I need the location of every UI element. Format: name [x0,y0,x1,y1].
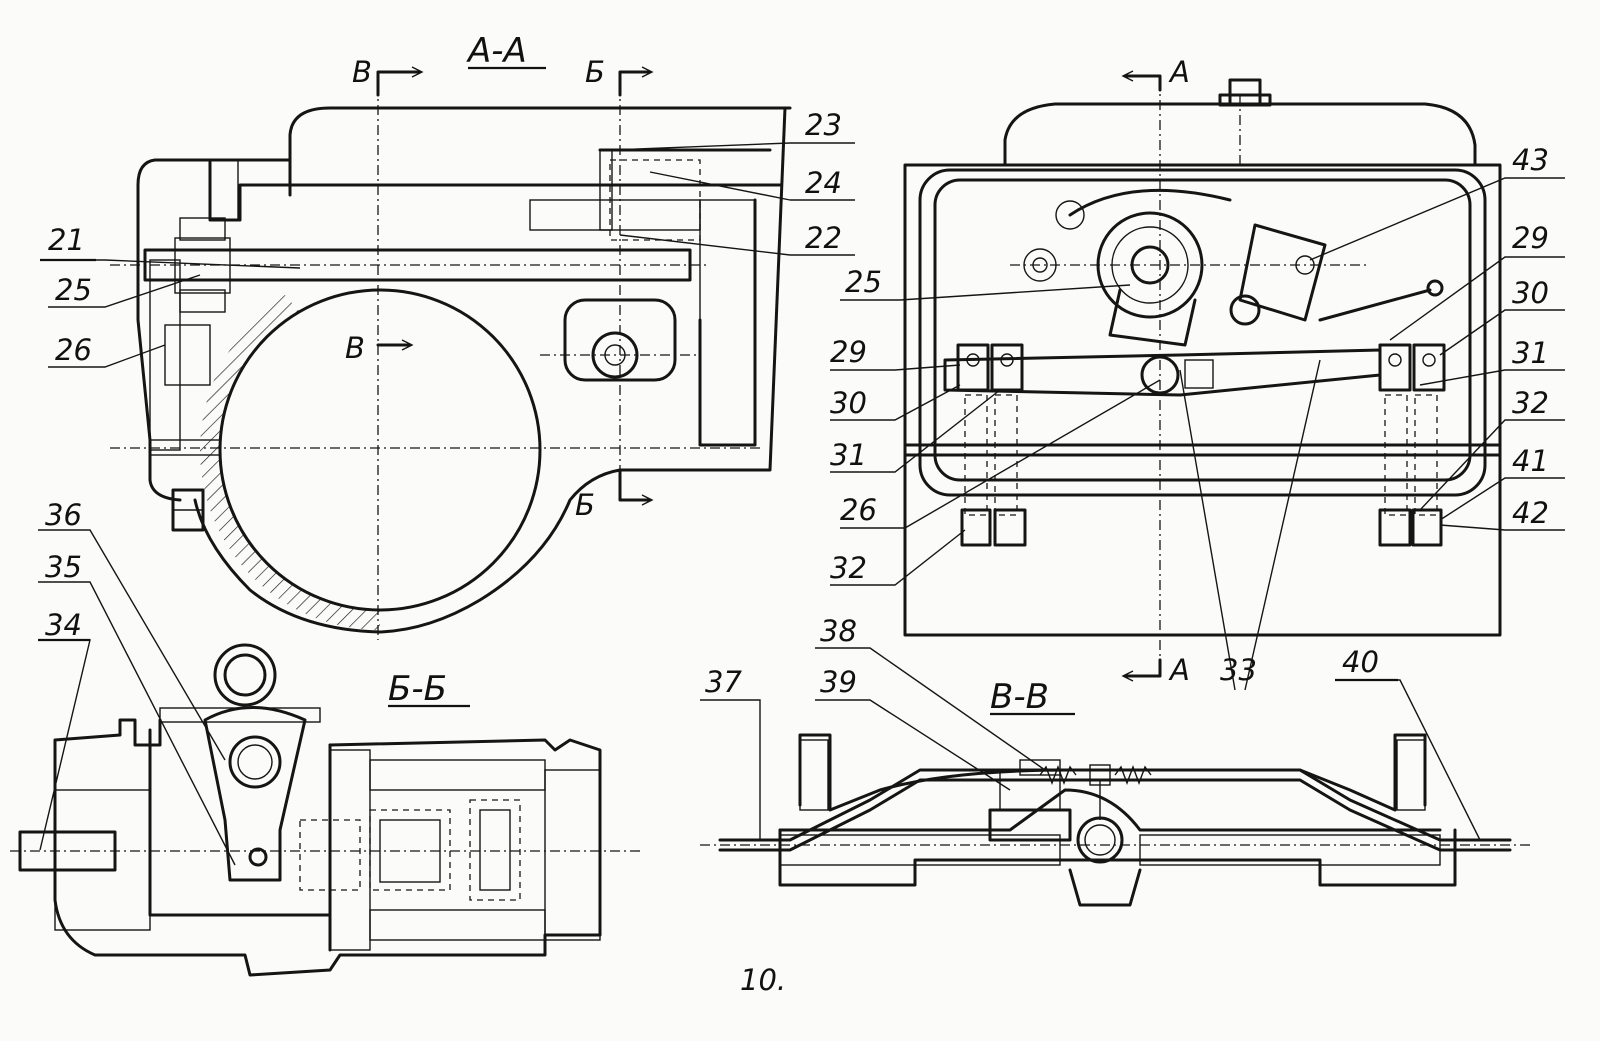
callout-29-right: 29 [1512,221,1549,255]
callout-39: 39 [820,665,857,699]
section-vv-title: В-В [990,677,1049,717]
callout-23: 23 [805,108,842,142]
callout-25-front: 25 [845,265,882,299]
cut-mark-b-top: Б [585,55,605,89]
callout-35: 35 [45,550,82,584]
callout-29-front: 29 [830,335,867,369]
callout-30-right: 30 [1512,276,1549,310]
callout-34: 34 [45,608,82,642]
callout-21: 21 [48,223,85,257]
cut-mark-v-mid: В [345,331,365,365]
callout-37: 37 [705,665,742,699]
page-number: 10. [740,963,786,997]
front-view: А А 43 29 30 31 32 41 42 25 29 30 31 26 … [830,55,1565,691]
callout-25-left: 25 [55,273,92,307]
callout-31-right: 31 [1512,336,1549,370]
callout-33: 33 [1220,653,1257,687]
callout-40: 40 [1342,645,1379,679]
callout-43: 43 [1512,143,1549,177]
section-vv-view: В-В 37 39 38 40 [700,614,1530,907]
callout-31-front: 31 [830,438,867,472]
callout-42: 42 [1512,496,1549,530]
section-bb-title: Б-Б [388,669,447,709]
section-aa-title: А-А [466,31,527,71]
callout-38: 38 [820,614,857,648]
section-bb-view: Б-Б 36 35 34 [10,498,640,977]
cut-mark-a-top: А [1168,55,1190,89]
cut-mark-v-top: В [352,55,372,89]
callout-41: 41 [1512,444,1549,478]
callout-30-front: 30 [830,386,867,420]
callout-26-left: 26 [55,333,92,367]
callout-22: 22 [805,221,842,255]
section-aa-view: А-А [40,31,855,640]
cut-mark-b-bottom: Б [575,488,595,522]
callout-32-front: 32 [830,551,867,585]
callout-36: 36 [45,498,82,532]
callout-26-front: 26 [840,493,877,527]
cut-mark-a-bottom: А [1168,653,1190,687]
callout-32-right: 32 [1512,386,1549,420]
callout-24: 24 [805,166,842,200]
